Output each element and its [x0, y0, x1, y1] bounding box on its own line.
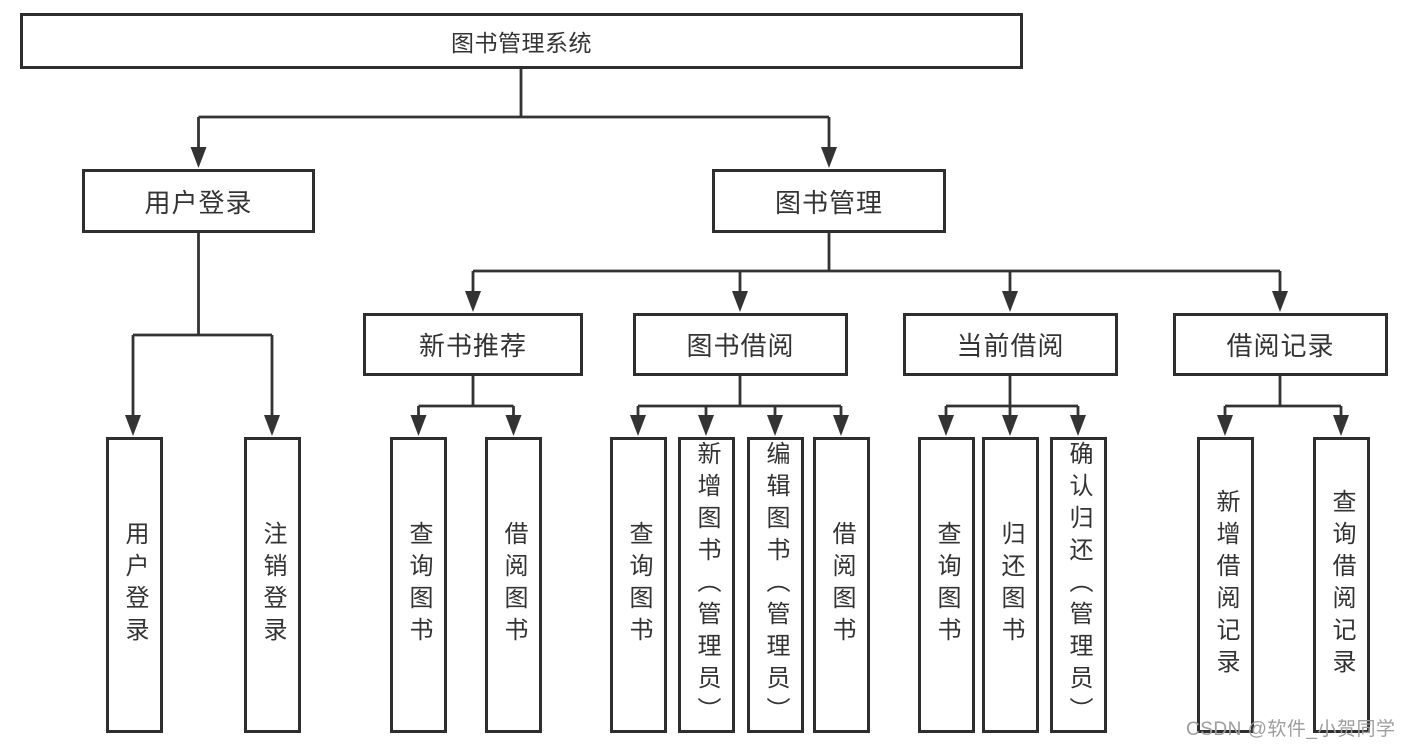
leaf-borrow-borrow-books: 借阅图书: [813, 437, 870, 733]
leaf-current-query-books: 查询图书: [918, 437, 975, 733]
leaf-newbook-query-books: 查询图书: [390, 437, 447, 733]
node-borrow-record: 借阅记录: [1173, 313, 1388, 376]
leaf-current-return-books: 归还图书: [982, 437, 1039, 733]
node-book-borrow: 图书借阅: [633, 313, 848, 376]
leaf-borrow-add-books-admin: 新增图书（管理员）: [678, 437, 735, 733]
node-new-book-recommend: 新书推荐: [363, 313, 583, 376]
leaf-borrow-query-books: 查询图书: [610, 437, 667, 733]
node-library-system: 图书管理系统: [20, 13, 1023, 69]
node-user-login: 用户登录: [82, 169, 315, 233]
arrowhead-icons: [125, 147, 1349, 436]
leaf-record-add-record: 新增借阅记录: [1197, 437, 1254, 733]
leaf-newbook-borrow-books: 借阅图书: [485, 437, 542, 733]
leaf-user-login: 用户登录: [106, 437, 163, 733]
csdn-watermark: CSDN @软件_小贺同学: [1186, 719, 1396, 740]
leaf-record-query-record: 查询借阅记录: [1313, 437, 1370, 733]
leaf-borrow-edit-books-admin: 编辑图书（管理员）: [747, 437, 804, 733]
leaf-logout-login: 注销登录: [244, 437, 301, 733]
node-current-borrow: 当前借阅: [903, 313, 1118, 376]
node-book-management: 图书管理: [712, 169, 946, 233]
leaf-current-confirm-return-admin: 确认归还（管理员）: [1050, 437, 1107, 733]
